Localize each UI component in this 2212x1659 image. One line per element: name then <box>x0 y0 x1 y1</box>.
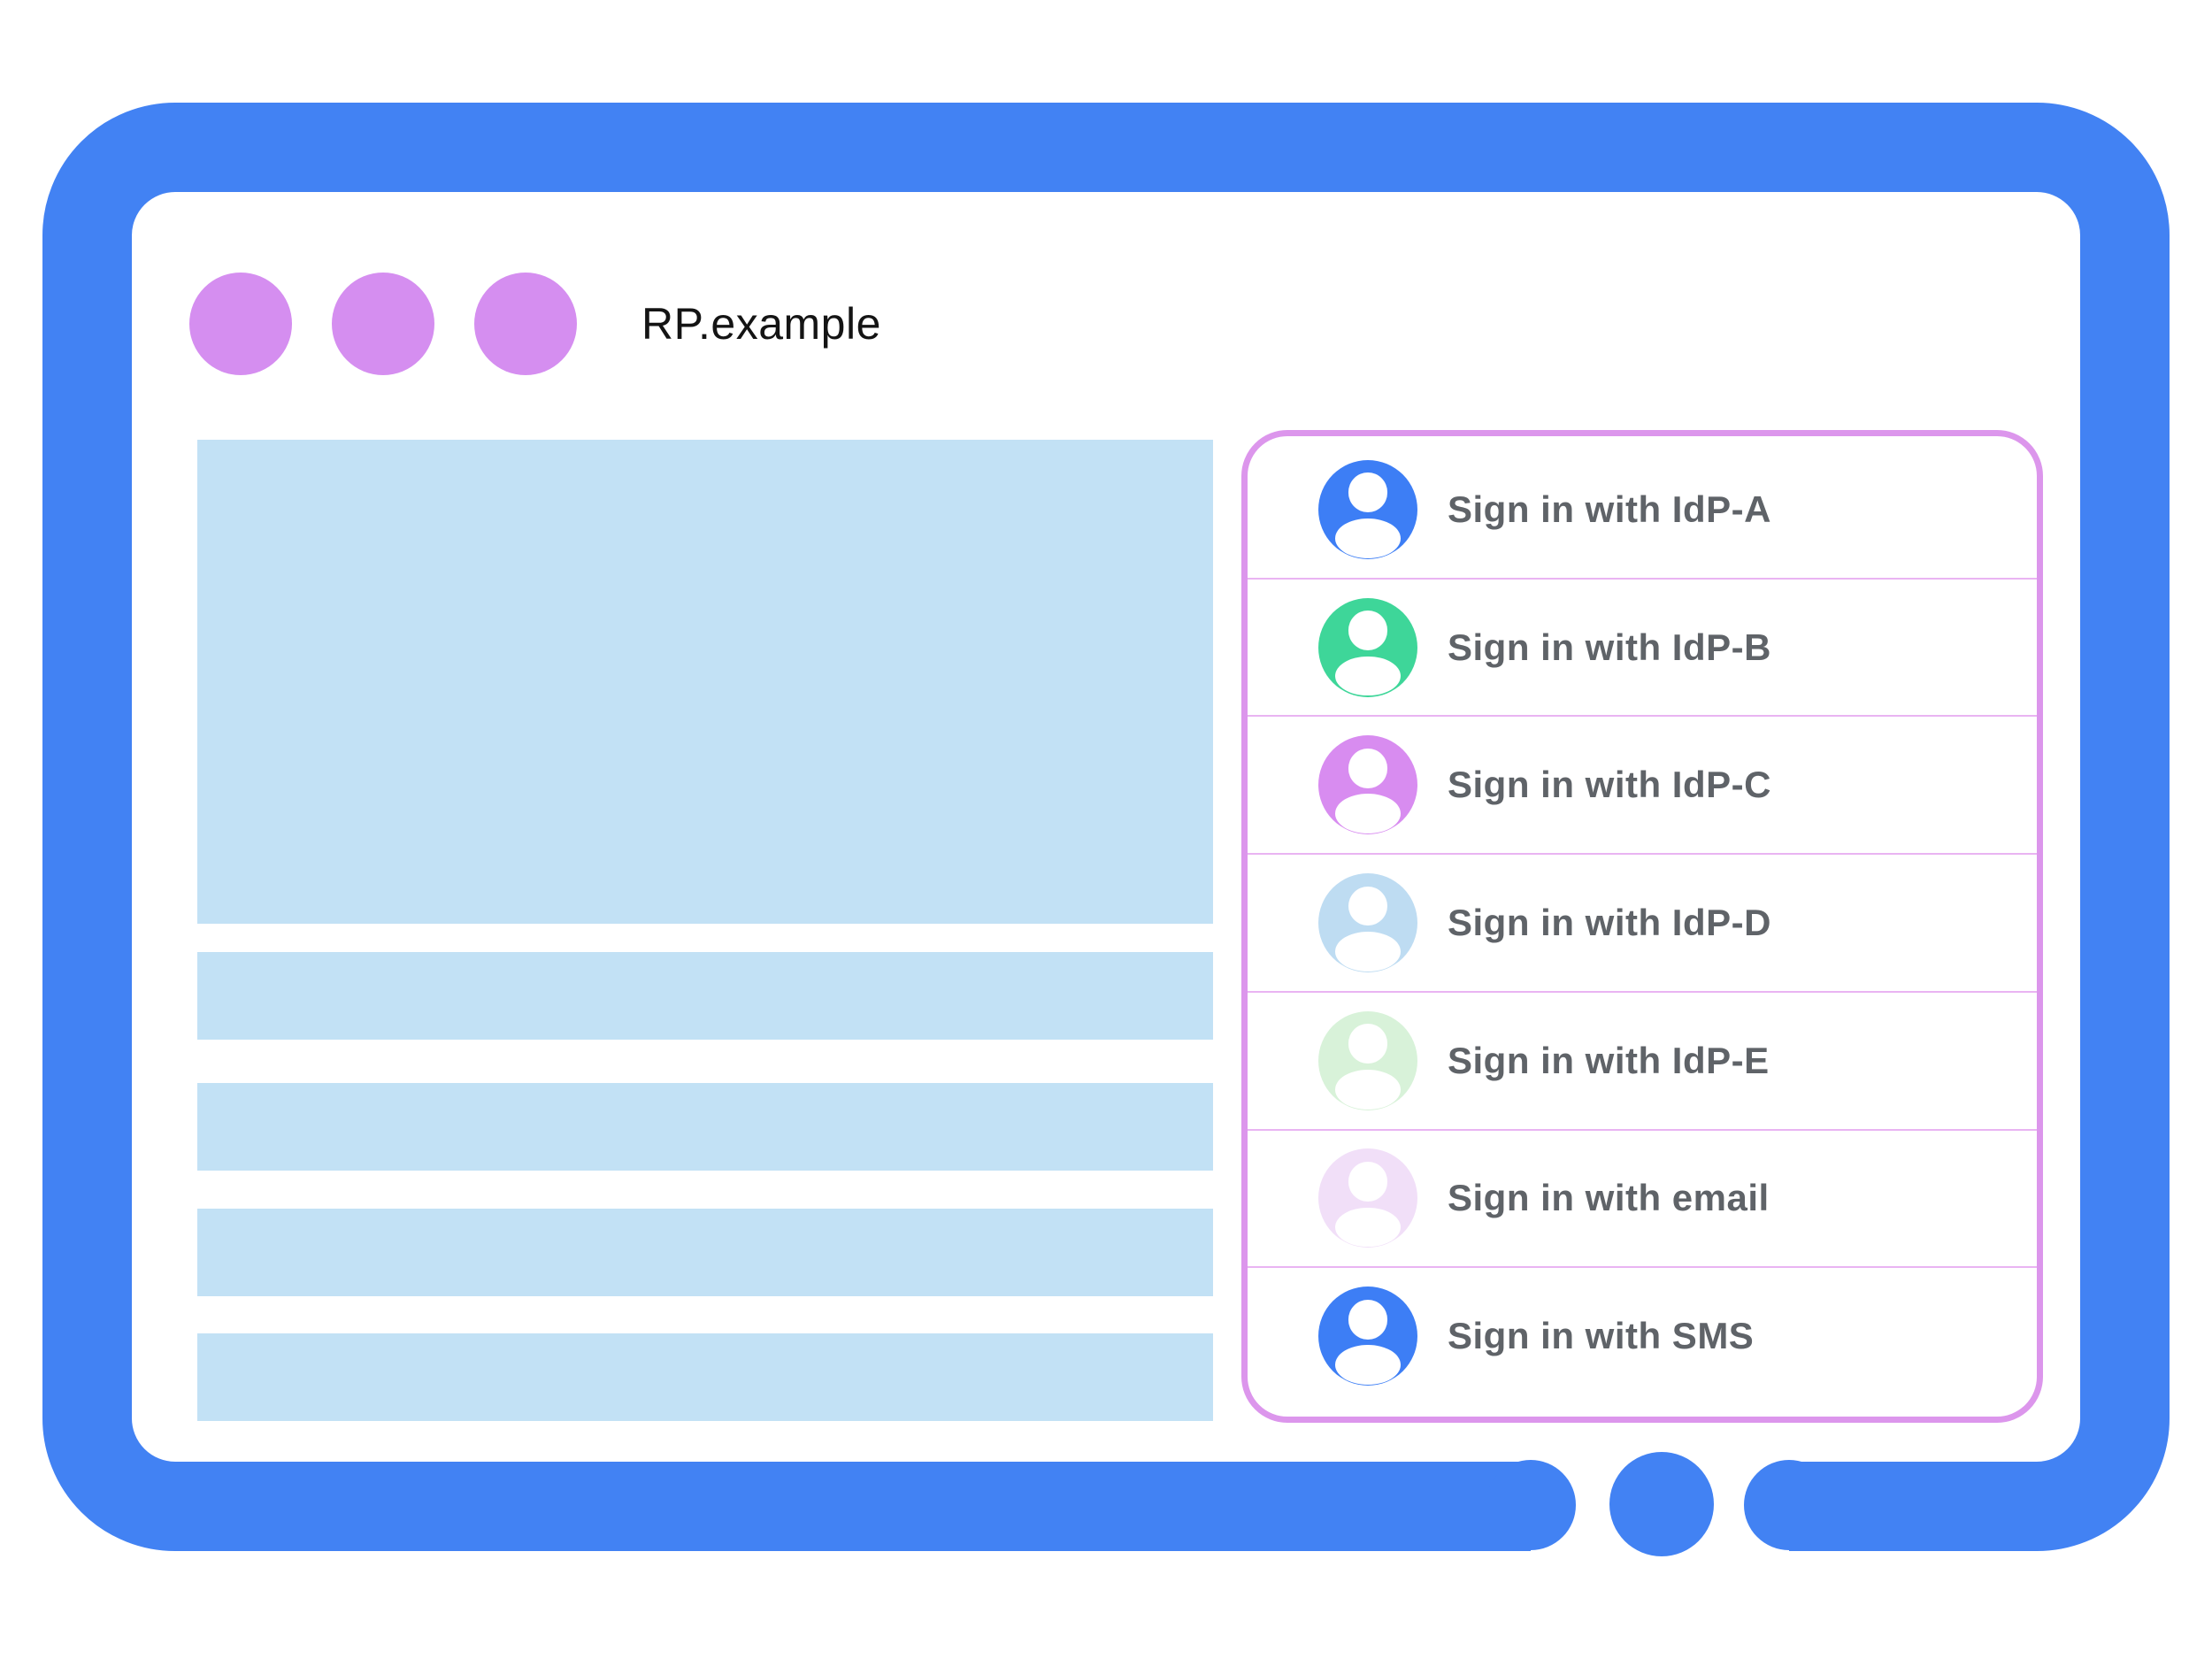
signin-item-idp-d[interactable]: Sign in with IdP-D <box>1248 855 2037 993</box>
person-avatar-icon <box>1318 1148 1417 1248</box>
signin-item-label: Sign in with IdP-D <box>1448 902 1771 944</box>
home-button[interactable] <box>1609 1452 1714 1556</box>
content-bar-placeholder <box>197 1083 1213 1171</box>
signin-item-idp-e[interactable]: Sign in with IdP-E <box>1248 993 2037 1131</box>
signin-item-label: Sign in with IdP-E <box>1448 1039 1770 1081</box>
person-avatar-icon <box>1318 1286 1417 1386</box>
page-title: RP.example <box>641 299 881 349</box>
content-bar-placeholder <box>197 952 1213 1040</box>
window-control-dot-3[interactable] <box>474 273 577 375</box>
person-avatar-icon <box>1318 735 1417 835</box>
bezel-left-cap <box>1486 1460 1576 1550</box>
bezel-right-cap <box>1744 1460 1834 1550</box>
signin-item-idp-b[interactable]: Sign in with IdP-B <box>1248 580 2037 718</box>
person-avatar-icon <box>1318 1010 1417 1110</box>
window-control-dot-1[interactable] <box>189 273 292 375</box>
signin-item-label: Sign in with email <box>1448 1177 1770 1219</box>
person-avatar-icon <box>1318 459 1417 559</box>
signin-item-sms[interactable]: Sign in with SMS <box>1248 1268 2037 1404</box>
signin-item-idp-a[interactable]: Sign in with IdP-A <box>1248 442 2037 580</box>
signin-item-label: Sign in with SMS <box>1448 1315 1755 1357</box>
signin-item-label: Sign in with IdP-B <box>1448 626 1771 668</box>
signin-item-label: Sign in with IdP-C <box>1448 764 1771 806</box>
signin-item-label: Sign in with IdP-A <box>1448 488 1771 530</box>
person-avatar-icon <box>1318 597 1417 697</box>
person-avatar-icon <box>1318 873 1417 973</box>
window-control-dot-2[interactable] <box>332 273 434 375</box>
signin-item-email[interactable]: Sign in with email <box>1248 1131 2037 1269</box>
content-bar-placeholder <box>197 1333 1213 1421</box>
content-hero-placeholder <box>197 440 1213 924</box>
signin-panel-list: Sign in with IdP-A Sign in with IdP-B Si… <box>1241 430 2043 1423</box>
content-bar-placeholder <box>197 1209 1213 1296</box>
signin-item-idp-c[interactable]: Sign in with IdP-C <box>1248 717 2037 856</box>
